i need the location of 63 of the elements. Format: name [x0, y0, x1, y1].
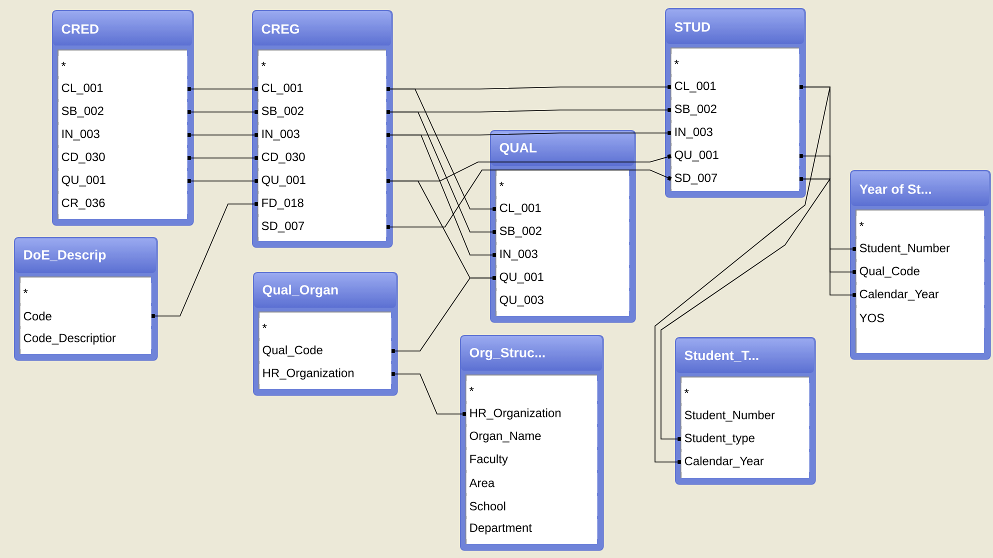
field-name: HR_Organization [466, 404, 598, 424]
relationship-line [188, 133, 258, 138]
field-name: HR_Organization [259, 364, 392, 384]
field-name: Code [20, 306, 152, 326]
field-name: * [466, 381, 598, 401]
relationship-line [386, 110, 496, 234]
field-name: * [258, 56, 386, 76]
field-name: * [681, 383, 810, 403]
field-name: School [466, 496, 598, 516]
field-name: Department [466, 519, 598, 539]
field-name: SD_007 [671, 169, 800, 189]
field-name: Faculty [466, 450, 598, 470]
field-name: Student_type [681, 429, 810, 449]
relationship-line [188, 156, 258, 160]
relationship-line [386, 170, 672, 229]
relationship-line [386, 87, 496, 212]
field-name: SB_002 [496, 222, 630, 242]
field-name: SB_002 [258, 102, 386, 122]
field-name: QU_001 [496, 268, 630, 288]
field-name: SD_007 [258, 217, 386, 237]
relationship-line [392, 372, 466, 416]
field-name: CD_030 [258, 148, 386, 168]
field-name: Organ_Name [466, 427, 598, 447]
field-name: SB_002 [671, 100, 800, 120]
field-name: IN_003 [671, 123, 800, 143]
field-name: * [671, 54, 800, 74]
field-name: Student_Number [681, 406, 810, 426]
field-name: QU_001 [258, 171, 386, 191]
field-name: FD_018 [258, 194, 386, 214]
field-name: * [496, 176, 630, 196]
relationship-line [660, 177, 831, 441]
field-name: CD_030 [58, 148, 188, 168]
field-name: CL_001 [671, 77, 800, 97]
field-name: CL_001 [58, 79, 188, 99]
relationship-line [654, 85, 830, 464]
field-name: * [259, 318, 392, 338]
field-name: CR_036 [58, 194, 188, 214]
field-name: Code_Descriptior [20, 329, 152, 349]
relationship-line [152, 202, 258, 318]
field-name: YOS [856, 308, 984, 328]
field-name: QU_001 [671, 146, 800, 166]
field-name: * [856, 216, 984, 236]
relationship-line [188, 87, 258, 91]
field-name: CL_001 [496, 199, 630, 219]
field-name: IN_003 [58, 125, 188, 145]
field-name: QU_003 [496, 291, 630, 311]
relationship-line [800, 154, 856, 274]
field-name: CL_001 [258, 79, 386, 99]
field-name: * [58, 56, 188, 76]
relationship-line [188, 179, 258, 184]
field-name: SB_002 [58, 102, 188, 122]
relationship-line [188, 110, 258, 114]
field-name: Qual_Code [856, 262, 984, 282]
field-name: IN_003 [496, 245, 630, 265]
field-name: Student_Number [856, 239, 984, 259]
field-name: * [20, 283, 152, 303]
field-name: QU_001 [58, 171, 188, 191]
field-name: Calendar_Year [856, 285, 984, 305]
field-name: Calendar_Year [681, 452, 810, 472]
relationship-line [386, 133, 496, 257]
field-name: IN_003 [258, 125, 386, 145]
field-name: Area [466, 473, 598, 493]
field-name: Qual_Code [259, 341, 392, 361]
